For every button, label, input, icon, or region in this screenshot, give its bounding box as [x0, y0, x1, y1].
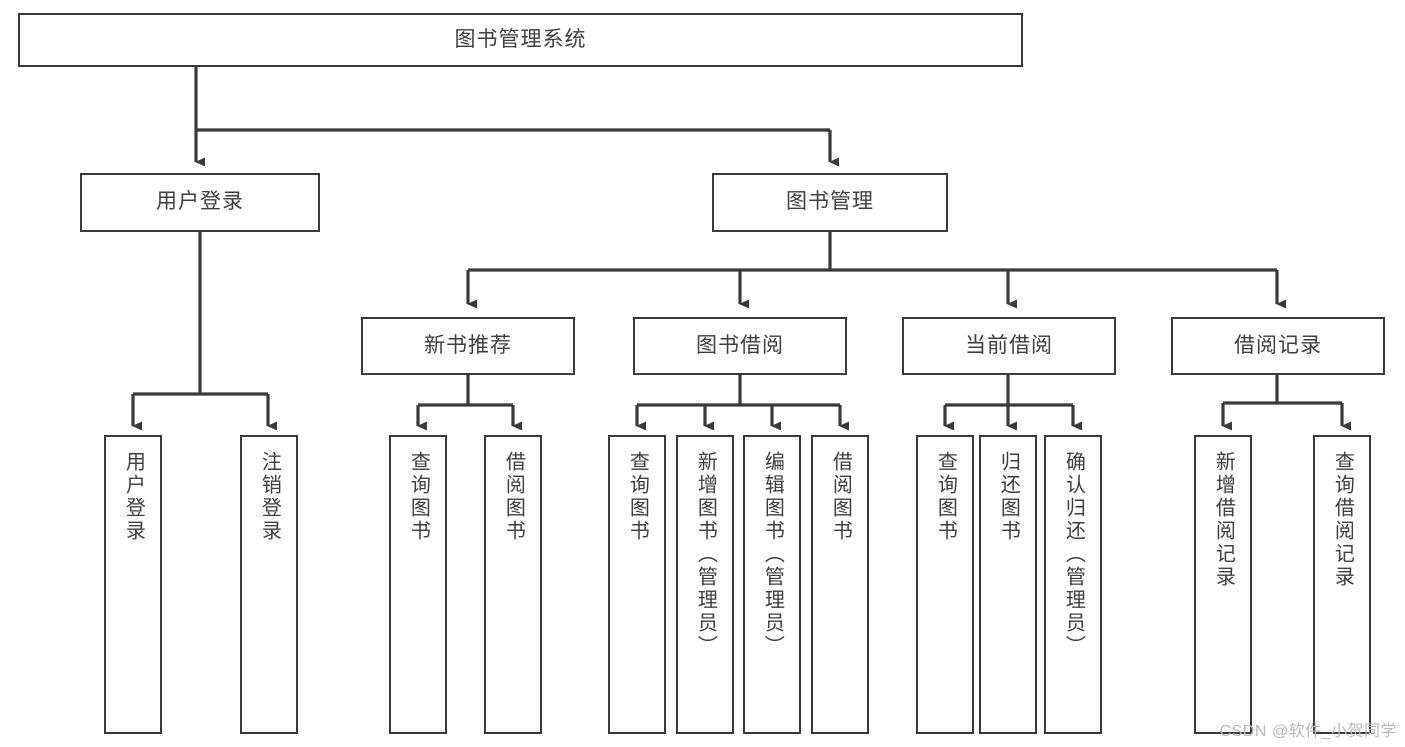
- leaf-query-book-borrow[interactable]: 查询图书: [608, 435, 666, 734]
- node-label: 用户登录: [122, 451, 145, 543]
- node-label: 查询图书: [407, 451, 430, 543]
- node-label: 新书推荐: [424, 333, 512, 357]
- node-label: 用户登录: [156, 190, 244, 214]
- node-label: 注销登录: [258, 451, 281, 543]
- leaf-add-borrow-record[interactable]: 新增借阅记录: [1194, 435, 1252, 734]
- leaf-query-borrow-record[interactable]: 查询借阅记录: [1313, 435, 1371, 734]
- leaf-logout[interactable]: 注销登录: [240, 435, 298, 734]
- node-book-management[interactable]: 图书管理: [712, 173, 948, 232]
- node-current-borrow[interactable]: 当前借阅: [902, 317, 1116, 375]
- node-label: 查询借阅记录: [1331, 451, 1354, 589]
- leaf-query-book-recommend[interactable]: 查询图书: [389, 435, 447, 734]
- node-root-system[interactable]: 图书管理系统: [18, 13, 1023, 67]
- leaf-return-book[interactable]: 归还图书: [979, 435, 1037, 734]
- node-label: 归还图书: [997, 451, 1020, 543]
- node-label: 编辑图书（管理员）: [761, 451, 784, 658]
- node-label: 查询图书: [626, 451, 649, 543]
- node-label: 新增图书（管理员）: [694, 451, 717, 658]
- node-label: 当前借阅: [965, 333, 1053, 357]
- leaf-borrow-book-recommend[interactable]: 借阅图书: [484, 435, 542, 734]
- node-book-borrow[interactable]: 图书借阅: [633, 317, 847, 375]
- leaf-borrow-book[interactable]: 借阅图书: [811, 435, 869, 734]
- leaf-user-login[interactable]: 用户登录: [104, 435, 162, 734]
- node-label: 借阅图书: [502, 451, 525, 543]
- node-borrow-records[interactable]: 借阅记录: [1171, 317, 1385, 375]
- node-label: 确认归还（管理员）: [1062, 451, 1085, 658]
- node-label: 借阅记录: [1234, 333, 1322, 357]
- csdn-watermark: CSDN @软件_小贺同学: [1219, 723, 1397, 740]
- node-new-book-recommend[interactable]: 新书推荐: [361, 317, 575, 375]
- leaf-confirm-return-admin[interactable]: 确认归还（管理员）: [1044, 435, 1102, 734]
- node-label: 图书管理: [786, 190, 874, 214]
- node-label: 新增借阅记录: [1212, 451, 1235, 589]
- node-label: 图书管理系统: [454, 27, 587, 51]
- node-label: 查询图书: [934, 451, 957, 543]
- node-label: 图书借阅: [696, 333, 784, 357]
- leaf-edit-book-admin[interactable]: 编辑图书（管理员）: [743, 435, 801, 734]
- leaf-query-book-current[interactable]: 查询图书: [916, 435, 974, 734]
- node-label: 借阅图书: [829, 451, 852, 543]
- leaf-add-book-admin[interactable]: 新增图书（管理员）: [676, 435, 734, 734]
- node-user-login[interactable]: 用户登录: [80, 173, 320, 232]
